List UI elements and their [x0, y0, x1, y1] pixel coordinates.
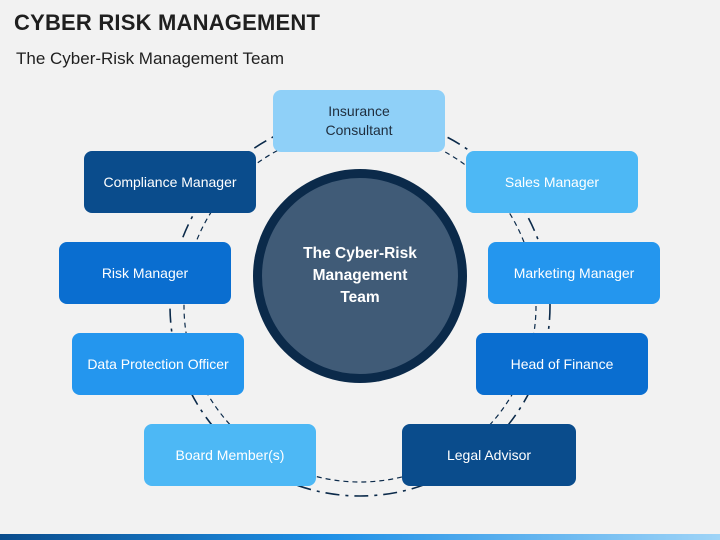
role-label: Insurance Consultant	[325, 103, 393, 138]
footer-gradient-bar	[0, 534, 720, 540]
role-label: Board Member(s)	[175, 446, 285, 463]
role-label: Risk Manager	[101, 264, 189, 281]
role-label: Sales Manager	[504, 173, 600, 190]
role-legal-advisor[interactable]: Legal Advisor	[402, 424, 576, 486]
role-insurance-consultant[interactable]: Insurance Consultant	[273, 90, 445, 152]
role-data-protection-officer[interactable]: Data Protection Officer	[72, 333, 244, 395]
page-title: CYBER RISK MANAGEMENT	[14, 10, 321, 35]
role-sales-manager[interactable]: Sales Manager	[466, 151, 638, 213]
role-marketing-manager[interactable]: Marketing Manager	[488, 242, 660, 304]
role-label: Data Protection Officer	[87, 355, 229, 372]
role-head-of-finance[interactable]: Head of Finance	[476, 333, 648, 395]
role-label: Compliance Manager	[103, 173, 237, 190]
page-subtitle: The Cyber-Risk Management Team	[16, 49, 285, 68]
center-hub-label: The Cyber-Risk Management Team	[303, 245, 417, 306]
role-compliance-manager[interactable]: Compliance Manager	[84, 151, 256, 213]
role-label: Marketing Manager	[513, 264, 635, 281]
center-hub: The Cyber-Risk Management Team	[253, 169, 467, 383]
role-label: Legal Advisor	[446, 446, 532, 463]
outer-ring-line	[169, 115, 551, 497]
role-board-members[interactable]: Board Member(s)	[144, 424, 316, 486]
role-risk-manager[interactable]: Risk Manager	[59, 242, 231, 304]
role-label: Head of Finance	[510, 355, 614, 372]
